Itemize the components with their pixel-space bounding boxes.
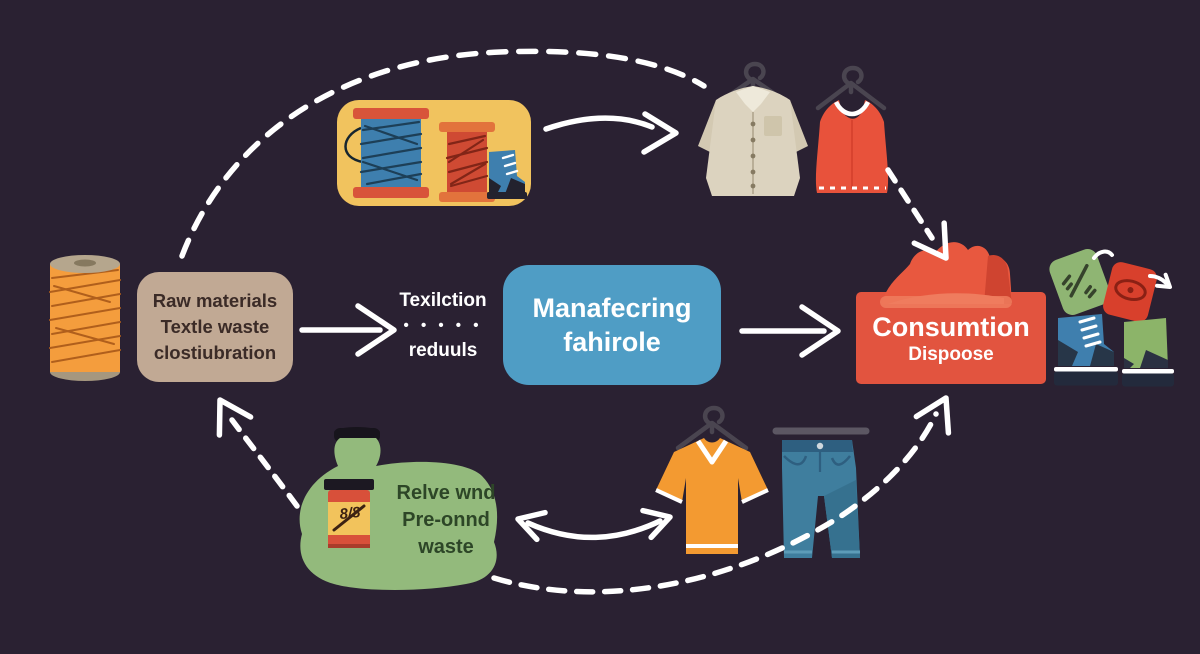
- arc-recycle-to-consumption-head: [913, 395, 952, 436]
- secondhand-clothes-icons: [655, 405, 870, 558]
- raw-materials-box: Raw materials Textle waste clostiubratio…: [137, 272, 293, 382]
- raw-materials-line3: clostiubration: [153, 342, 277, 363]
- thread-spool-icon: [49, 255, 121, 381]
- orange-tshirt-icon: [655, 438, 769, 554]
- green-boot-icon: [1122, 318, 1174, 387]
- small-boot-icon: [487, 150, 527, 199]
- jar-label-text: 8/8: [338, 503, 362, 524]
- raw-materials-line2: Textle waste: [160, 316, 270, 337]
- materials-box: [337, 100, 531, 206]
- blue-jeans-icon: [782, 440, 860, 558]
- beige-shirt-icon: [698, 86, 808, 196]
- red-jar-icon: [324, 479, 374, 548]
- blue-thread-spool-icon: [344, 108, 429, 198]
- new-clothes-icons: [698, 61, 889, 196]
- textile-note-line2: reduuls: [408, 340, 478, 361]
- textile-note-dots: • • • • •: [403, 317, 483, 334]
- consumption-title: Consumtion: [872, 312, 1030, 342]
- boots-icons: [1054, 314, 1174, 387]
- crumpled-garment-fold: [880, 296, 1012, 308]
- arrow-recycle-clothes-shaft: [525, 518, 663, 541]
- manufacturing-line1: Manafecring: [532, 293, 692, 323]
- manufacturing-line2: fahirole: [563, 327, 661, 357]
- recycle-blob-icon: [299, 427, 498, 590]
- recycle-line1: Relve wnd: [396, 482, 496, 504]
- arrow-materials-to-clothes-shaft: [543, 115, 655, 132]
- recycle-line3: waste: [418, 536, 474, 558]
- red-tank-top-icon: [815, 100, 889, 193]
- arrow-recycle-clothes-head-left: [515, 509, 548, 543]
- textile-note-line1: Texilction: [399, 290, 487, 311]
- raw-materials-line1: Raw materials: [152, 290, 278, 311]
- textile-note: Texilction • • • • • reduuls: [384, 288, 502, 368]
- arrow-materials-to-clothes-head: [641, 111, 679, 155]
- arrow-recycle-to-raw-dashed: [229, 417, 300, 509]
- recycle-label: Relve wnd Pre-onnd waste: [386, 480, 506, 561]
- red-price-tag-icon: [1103, 262, 1157, 322]
- manufacturing-box: Manafecring fahirole: [503, 265, 721, 385]
- recycle-line2: Pre-onnd: [402, 509, 490, 531]
- price-tags-icons: [1049, 249, 1172, 322]
- red-thread-spool-icon: [439, 122, 495, 202]
- arrow-manufacturing-to-consumption-head: [799, 304, 841, 358]
- tshirt-hanger-icon: [675, 405, 749, 451]
- curl-dash: [1092, 249, 1114, 260]
- green-price-tag-icon: [1049, 249, 1111, 315]
- consumption-subtitle: Dispoose: [908, 344, 994, 365]
- materials-icons: [344, 108, 527, 202]
- arrow-recycle-to-raw-head: [216, 397, 254, 438]
- tank-hanger-icon: [815, 65, 887, 111]
- blue-boot-icon: [1054, 314, 1118, 386]
